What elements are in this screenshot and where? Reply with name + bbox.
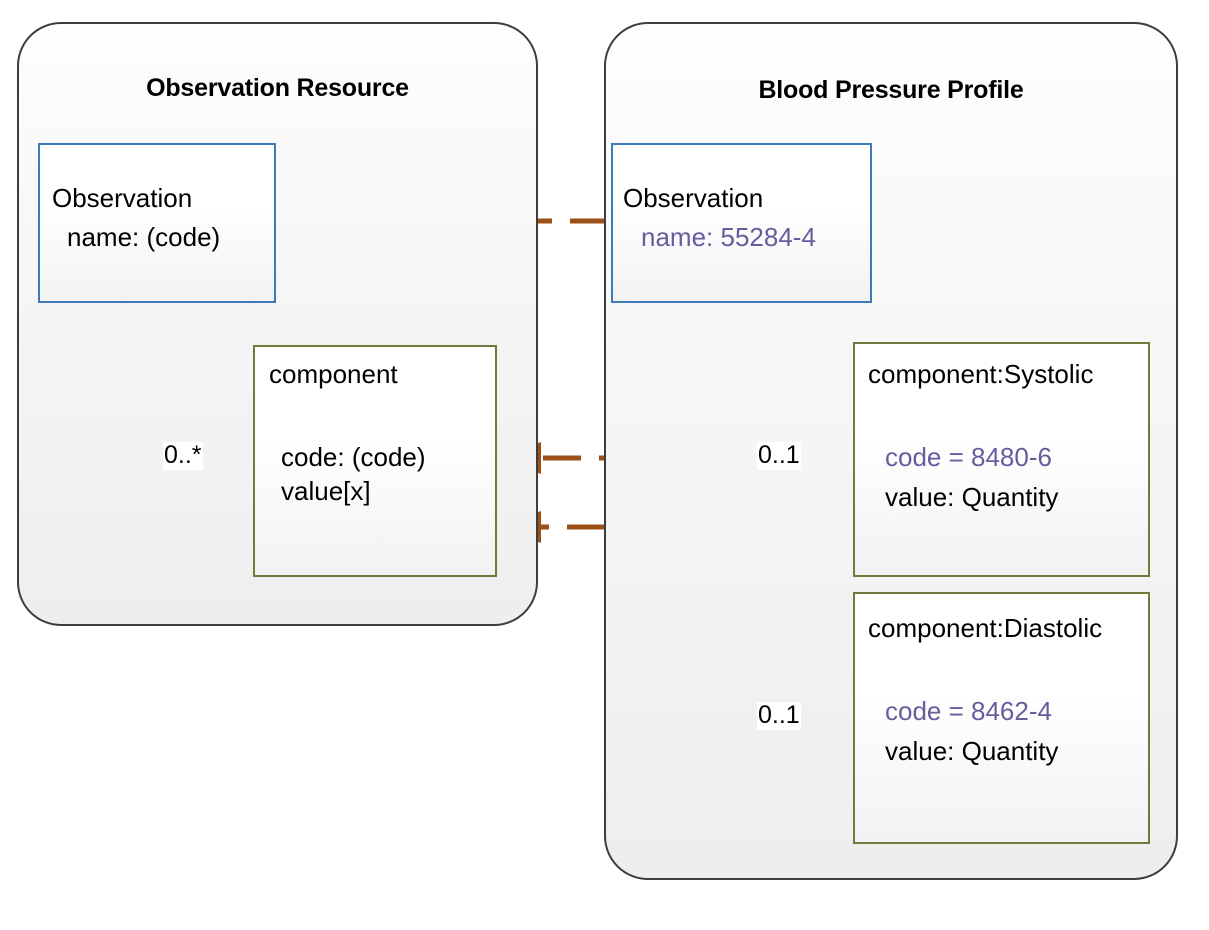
class-box-component-base-attr-value: value[x] (281, 476, 371, 506)
class-box-observation-profile-title: Observation (623, 183, 764, 213)
class-box-component-diastolic-title: component:Diastolic (868, 613, 1103, 643)
class-box-observation-profile[interactable] (611, 143, 872, 303)
panel-title-blood-pressure-profile: Blood Pressure Profile (758, 76, 1024, 104)
panel-title-observation-resource: Observation Resource (146, 74, 409, 102)
class-box-observation-profile-attr-name: name: 55284-4 (641, 222, 816, 252)
class-box-component-systolic-attr-code: code = 8480-6 (885, 442, 1052, 472)
class-box-component-base-attr-code: code: (code) (281, 442, 426, 472)
class-box-component-base-title: component (269, 359, 398, 389)
class-box-observation-base-title: Observation (52, 183, 193, 213)
class-box-component-diastolic[interactable] (853, 592, 1150, 844)
class-box-observation-base-attr-name: name: (code) (67, 222, 221, 252)
class-box-component-diastolic-attr-code: code = 8462-4 (885, 696, 1052, 726)
multiplicity-diastolic: 0..1 (757, 701, 801, 730)
multiplicity-component-base: 0..* (163, 441, 203, 470)
class-box-component-systolic[interactable] (853, 342, 1150, 577)
class-box-component-systolic-attr-value: value: Quantity (885, 482, 1059, 512)
class-box-component-base[interactable] (253, 345, 497, 577)
class-box-component-diastolic-attr-value: value: Quantity (885, 736, 1059, 766)
class-box-component-systolic-title: component:Systolic (868, 359, 1094, 389)
class-box-observation-base[interactable] (38, 143, 276, 303)
multiplicity-systolic: 0..1 (757, 441, 801, 470)
